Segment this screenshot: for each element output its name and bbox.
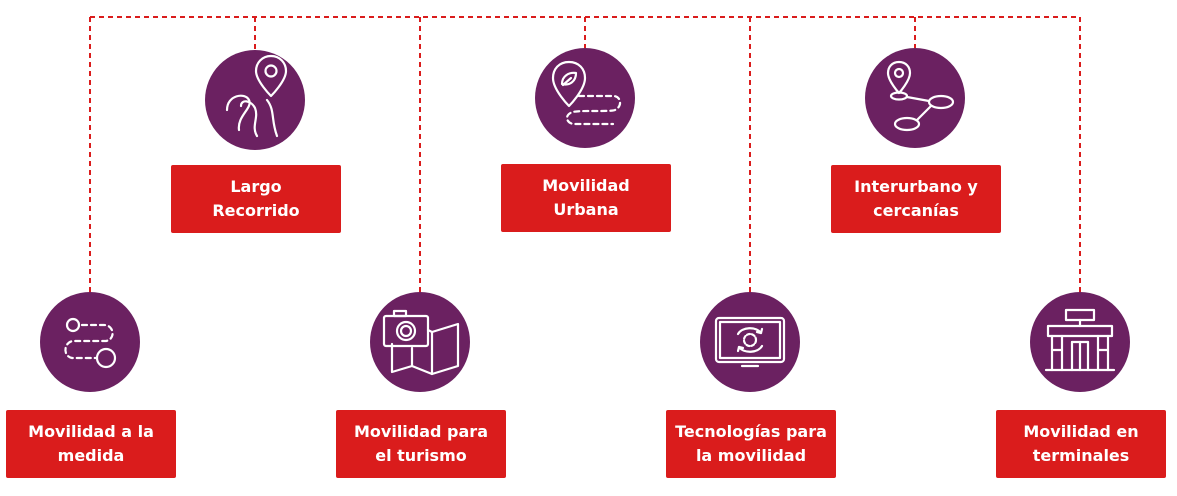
label-largo-recorrido: Largo Recorrido (171, 165, 341, 233)
label-movilidad-terminales: Movilidad en terminales (996, 410, 1166, 478)
route-path-icon (40, 292, 140, 392)
monitor-sync-icon (700, 292, 800, 392)
camera-map-icon (370, 292, 470, 392)
winding-road-pin-icon (205, 50, 305, 150)
label-movilidad-medida: Movilidad a la medida (6, 410, 176, 478)
label-tecnologias: Tecnologías para la movilidad (666, 410, 836, 478)
pin-connected-nodes-icon (865, 48, 965, 148)
label-movilidad-turismo: Movilidad para el turismo (336, 410, 506, 478)
terminal-building-icon (1030, 292, 1130, 392)
label-movilidad-urbana: Movilidad Urbana (501, 164, 671, 232)
label-interurbano: Interurbano y cercanías (831, 165, 1001, 233)
leaf-pin-route-icon (535, 48, 635, 148)
